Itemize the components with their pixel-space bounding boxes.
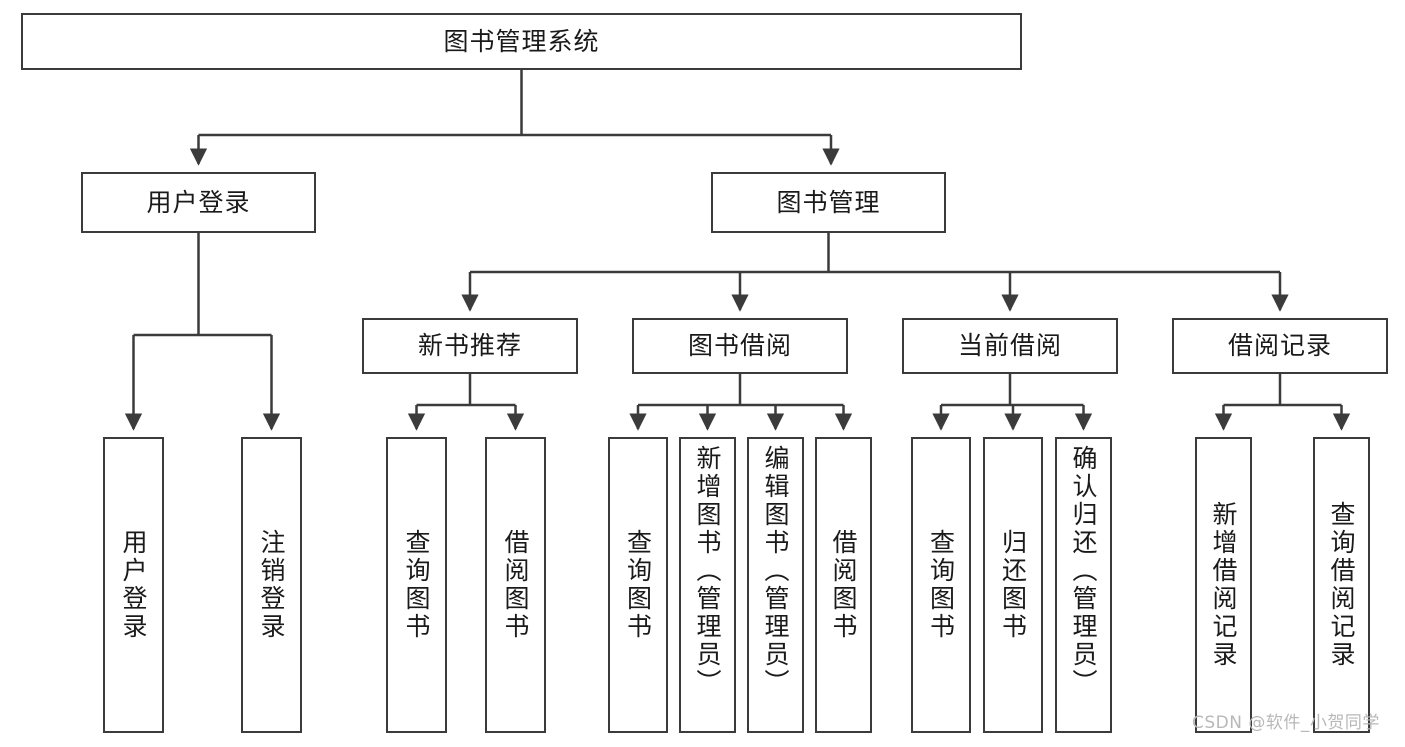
- node-current-borrow-label: 当前借阅: [957, 331, 1062, 361]
- csdn-watermark: CSDN @软件_小贺同学: [1192, 713, 1380, 733]
- node-book-borrow-label: 图书借阅: [687, 331, 792, 361]
- node-root-label: 图书管理系统: [443, 26, 600, 56]
- node-user-login[interactable]: 用户登录: [81, 172, 316, 233]
- node-borrow-record[interactable]: 借阅记录: [1172, 318, 1388, 374]
- node-leaf-query-book-borrow-label: 查询图书: [623, 529, 653, 641]
- node-leaf-user-login-label: 用户登录: [119, 529, 148, 641]
- node-leaf-add-book-admin[interactable]: 新增图书（管理员）: [679, 437, 736, 733]
- node-leaf-query-book-borrow[interactable]: 查询图书: [608, 437, 668, 733]
- node-leaf-query-borrow-record[interactable]: 查询借阅记录: [1313, 437, 1370, 733]
- node-leaf-edit-book-admin[interactable]: 编辑图书（管理员）: [747, 437, 804, 733]
- node-leaf-add-borrow-record-label: 新增借阅记录: [1209, 501, 1238, 669]
- node-leaf-logout-login[interactable]: 注销登录: [241, 437, 302, 733]
- node-borrow-record-label: 借阅记录: [1227, 331, 1332, 361]
- node-leaf-borrow-book-label: 借阅图书: [829, 529, 858, 641]
- node-leaf-user-login[interactable]: 用户登录: [103, 437, 164, 733]
- node-leaf-query-book-current[interactable]: 查询图书: [911, 437, 971, 733]
- node-book-management[interactable]: 图书管理: [711, 172, 946, 233]
- node-root[interactable]: 图书管理系统: [21, 13, 1022, 70]
- node-leaf-query-borrow-record-label: 查询借阅记录: [1327, 501, 1356, 669]
- node-leaf-add-borrow-record[interactable]: 新增借阅记录: [1195, 437, 1252, 733]
- node-book-borrow[interactable]: 图书借阅: [632, 318, 848, 374]
- node-new-book-recommend-label: 新书推荐: [417, 331, 522, 361]
- node-leaf-edit-book-admin-label: 编辑图书（管理员）: [761, 445, 790, 697]
- node-leaf-confirm-return-admin[interactable]: 确认归还（管理员）: [1055, 437, 1112, 733]
- node-leaf-borrow-book-recommend-label: 借阅图书: [501, 529, 530, 641]
- node-leaf-confirm-return-admin-label: 确认归还（管理员）: [1069, 445, 1098, 697]
- node-user-login-label: 用户登录: [146, 187, 251, 217]
- node-leaf-query-book-recommend[interactable]: 查询图书: [386, 437, 447, 733]
- node-leaf-query-book-current-label: 查询图书: [926, 529, 956, 641]
- node-leaf-logout-login-label: 注销登录: [257, 529, 286, 641]
- node-book-management-label: 图书管理: [776, 187, 881, 217]
- node-leaf-return-book[interactable]: 归还图书: [983, 437, 1043, 733]
- node-leaf-return-book-label: 归还图书: [998, 529, 1028, 641]
- node-new-book-recommend[interactable]: 新书推荐: [362, 318, 578, 374]
- node-current-borrow[interactable]: 当前借阅: [902, 318, 1118, 374]
- node-leaf-add-book-admin-label: 新增图书（管理员）: [693, 445, 722, 697]
- node-leaf-query-book-recommend-label: 查询图书: [402, 529, 431, 641]
- node-leaf-borrow-book[interactable]: 借阅图书: [815, 437, 872, 733]
- node-leaf-borrow-book-recommend[interactable]: 借阅图书: [485, 437, 546, 733]
